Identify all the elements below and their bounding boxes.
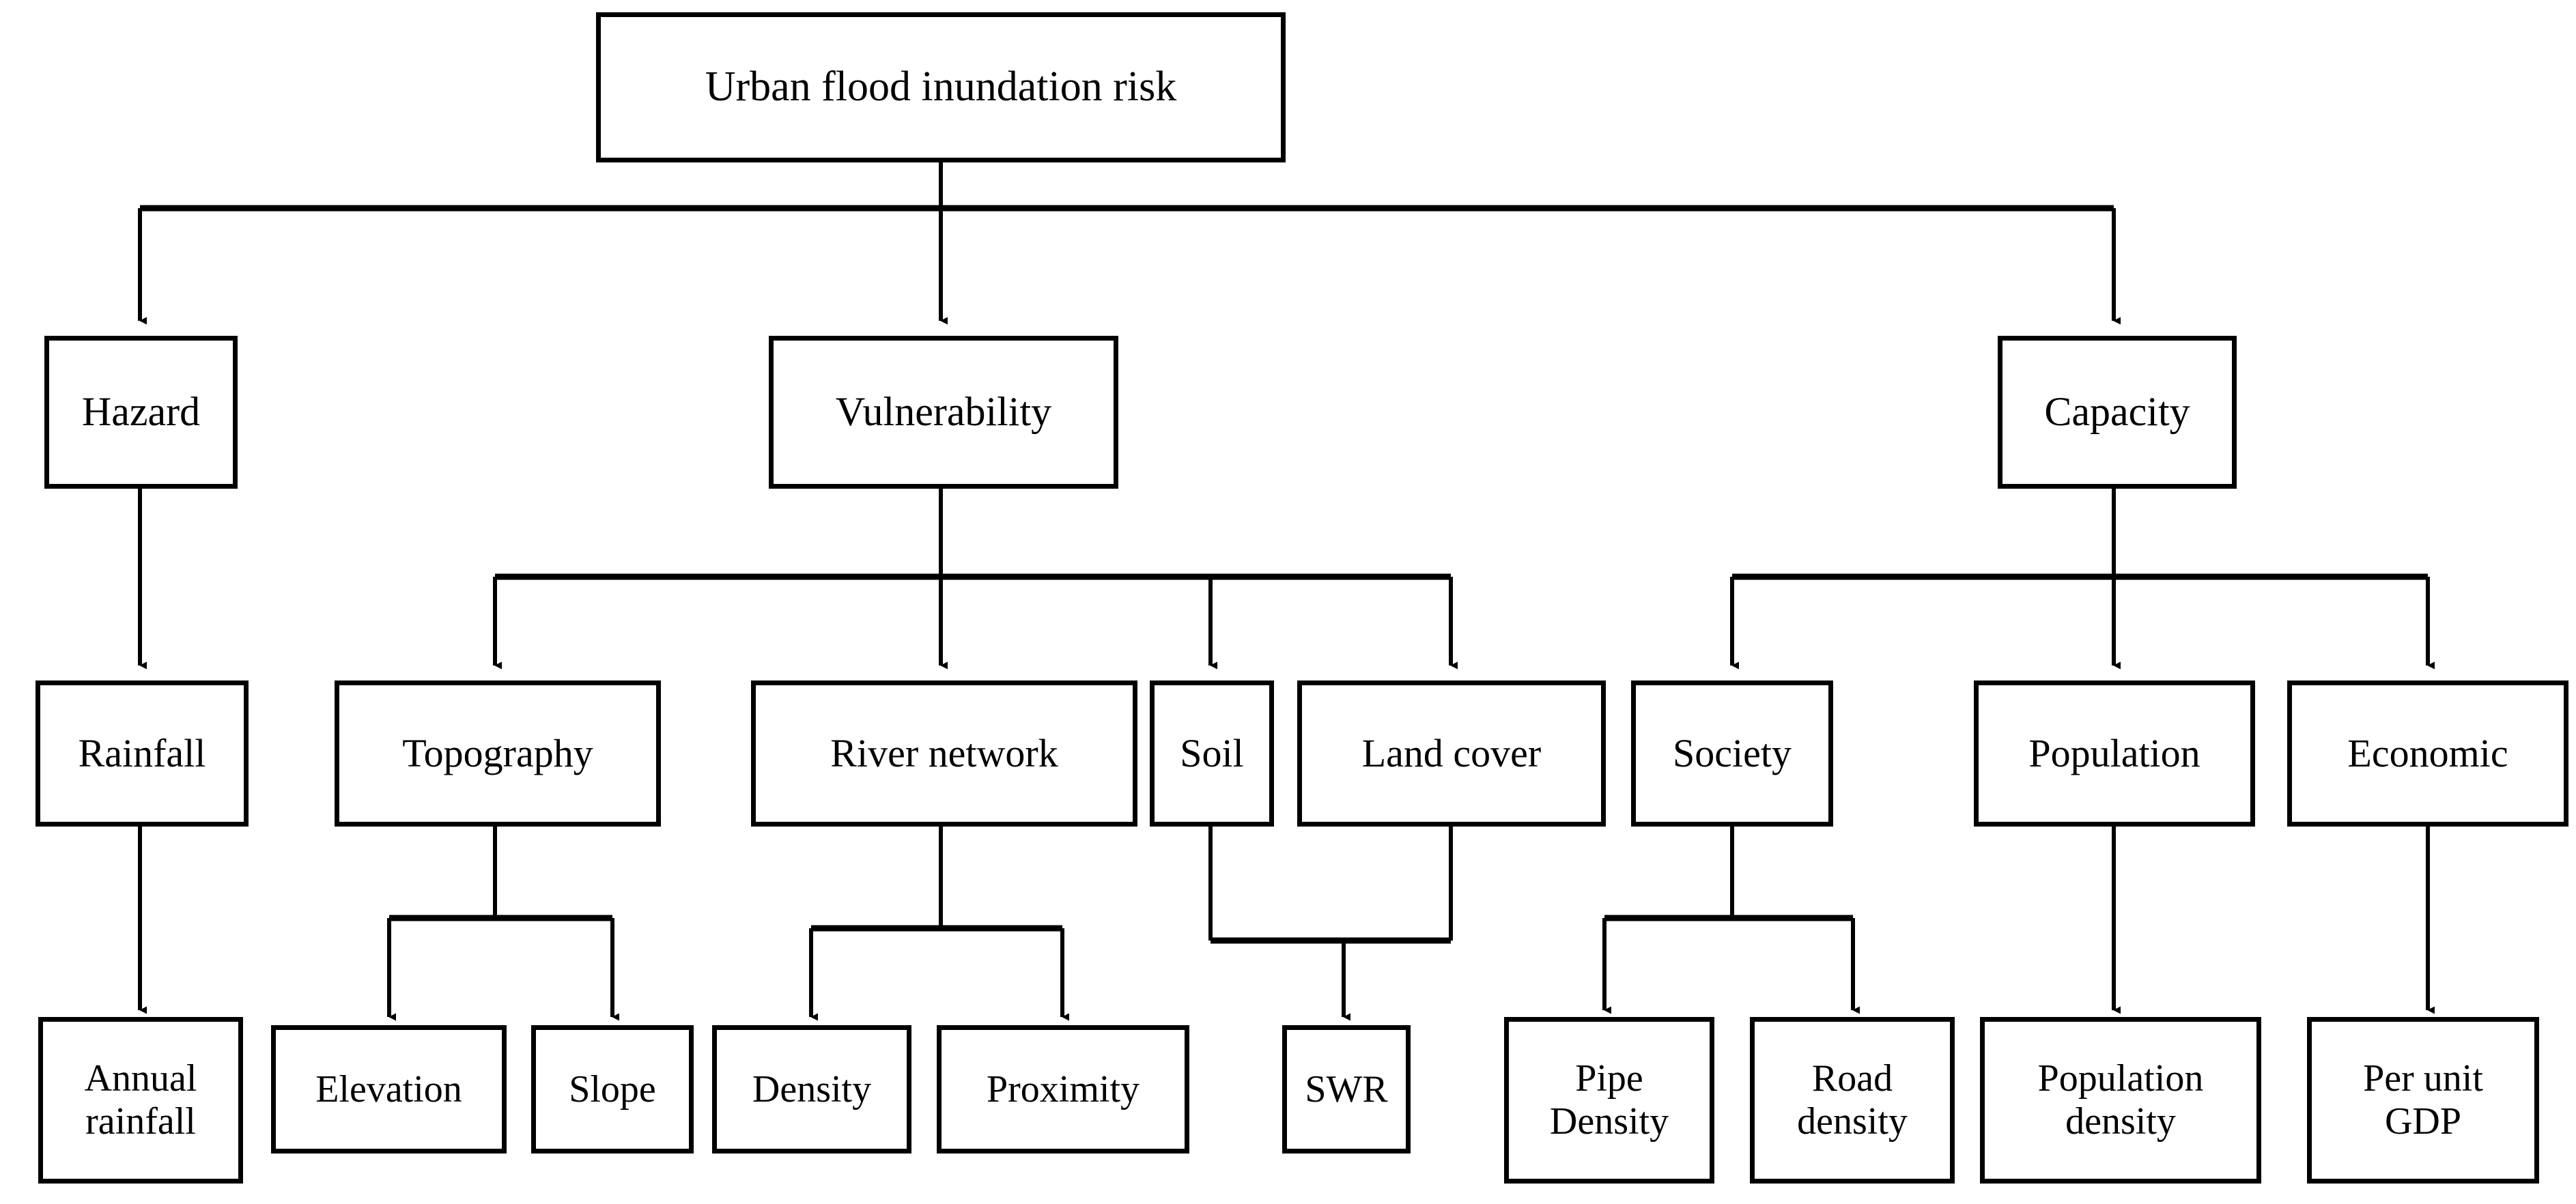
node-capacity[interactable]: Capacity	[1998, 336, 2237, 489]
node-root-label: Urban flood inundation risk	[705, 63, 1177, 111]
node-vulnerability[interactable]: Vulnerability	[769, 336, 1118, 489]
node-population[interactable]: Population	[1974, 680, 2255, 827]
node-topography-label: Topography	[402, 730, 593, 775]
node-elevation[interactable]: Elevation	[271, 1025, 507, 1153]
node-topography[interactable]: Topography	[335, 680, 661, 827]
node-density[interactable]: Density	[712, 1025, 911, 1153]
node-elevation-label: Elevation	[315, 1067, 462, 1110]
node-population-density[interactable]: Population density	[1980, 1017, 2261, 1184]
node-annual-rainfall[interactable]: Annual rainfall	[38, 1017, 243, 1184]
node-society[interactable]: Society	[1631, 680, 1833, 827]
node-pipe-density-label: Pipe Density	[1549, 1057, 1669, 1143]
node-vulnerability-label: Vulnerability	[835, 389, 1052, 435]
node-rainfall-label: Rainfall	[78, 730, 206, 775]
node-per-unit-gdp-label: Per unit GDP	[2363, 1057, 2483, 1143]
node-proximity-label: Proximity	[986, 1067, 1140, 1110]
node-slope-label: Slope	[569, 1067, 656, 1110]
node-hazard-label: Hazard	[81, 389, 201, 435]
node-slope[interactable]: Slope	[531, 1025, 694, 1153]
node-capacity-label: Capacity	[2044, 389, 2190, 435]
node-soil[interactable]: Soil	[1150, 680, 1274, 827]
node-swr[interactable]: SWR	[1282, 1025, 1411, 1153]
node-population-label: Population	[2028, 730, 2200, 775]
node-pipe-density[interactable]: Pipe Density	[1504, 1017, 1714, 1184]
node-land-cover[interactable]: Land cover	[1297, 680, 1606, 827]
node-population-density-label: Population density	[2037, 1057, 2204, 1143]
node-river-network[interactable]: River network	[751, 680, 1137, 827]
node-per-unit-gdp[interactable]: Per unit GDP	[2307, 1017, 2539, 1184]
node-economic[interactable]: Economic	[2287, 680, 2568, 827]
node-density-label: Density	[752, 1067, 872, 1110]
node-root[interactable]: Urban flood inundation risk	[596, 12, 1286, 162]
node-society-label: Society	[1673, 730, 1792, 775]
node-proximity[interactable]: Proximity	[937, 1025, 1189, 1153]
node-river-network-label: River network	[830, 730, 1058, 775]
node-economic-label: Economic	[2347, 730, 2508, 775]
node-swr-label: SWR	[1305, 1067, 1388, 1110]
node-rainfall[interactable]: Rainfall	[36, 680, 249, 827]
node-land-cover-label: Land cover	[1361, 730, 1542, 775]
node-road-density[interactable]: Road density	[1750, 1017, 1955, 1184]
node-annual-rainfall-label: Annual rainfall	[84, 1057, 197, 1143]
node-road-density-label: Road density	[1797, 1057, 1908, 1143]
node-soil-label: Soil	[1180, 730, 1244, 775]
node-hazard[interactable]: Hazard	[44, 336, 238, 489]
